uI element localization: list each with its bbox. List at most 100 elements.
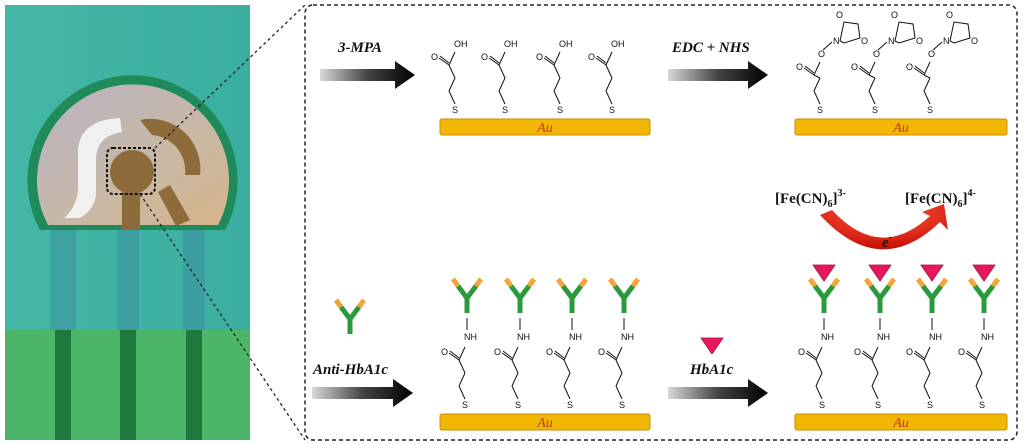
o-atom: O xyxy=(536,52,543,62)
nh-group: NH xyxy=(569,332,582,342)
nh-group: NH xyxy=(621,332,634,342)
o-atom: O xyxy=(873,49,880,59)
step-arrow-4 xyxy=(668,379,768,407)
nh-group: NH xyxy=(929,332,942,342)
o-atom: O xyxy=(916,36,923,46)
au-electrode-1: Au xyxy=(439,118,651,136)
o-atom: O xyxy=(481,52,488,62)
mpa-chain: S O OH xyxy=(588,39,625,115)
s-atom: S xyxy=(515,400,521,410)
mpa-chain: S O NH xyxy=(958,264,998,410)
au-electrode-4: Au xyxy=(794,413,1008,431)
electron-label: e- xyxy=(882,232,892,251)
n-atom: N xyxy=(888,36,895,46)
au-label: Au xyxy=(536,121,553,136)
contact-trace-2 xyxy=(120,330,136,440)
s-atom: S xyxy=(927,400,933,410)
o-atom: O xyxy=(836,10,843,20)
s-atom: S xyxy=(875,400,881,410)
o-atom: O xyxy=(441,347,448,357)
o-atom: O xyxy=(971,36,978,46)
nh-group: NH xyxy=(517,332,530,342)
o-atom: O xyxy=(854,347,861,357)
step-arrow-3 xyxy=(312,379,413,407)
s-atom: S xyxy=(452,105,458,115)
o-atom: O xyxy=(494,347,501,357)
o-atom: O xyxy=(958,347,965,357)
o-atom: O xyxy=(906,347,913,357)
o-atom: O xyxy=(928,49,935,59)
reference-electrode xyxy=(64,118,122,218)
mpa-chain: S O NH xyxy=(854,264,894,410)
s-atom: S xyxy=(619,400,625,410)
s-atom: S xyxy=(502,105,508,115)
s-atom: S xyxy=(927,105,933,115)
mpa-chain: S O NH xyxy=(798,264,838,410)
o-atom: O xyxy=(861,36,868,46)
s-atom: S xyxy=(979,400,985,410)
s-atom: S xyxy=(872,105,878,115)
mpa-chain: S O OH xyxy=(431,39,468,115)
o-atom: O xyxy=(588,52,595,62)
step-label-edc-nhs: EDC + NHS xyxy=(671,40,750,56)
n-atom: N xyxy=(833,36,840,46)
au-label: Au xyxy=(892,416,909,431)
mpa-chain: S O NH xyxy=(441,279,481,410)
working-electrode xyxy=(110,150,154,194)
o-atom: O xyxy=(598,347,605,357)
n-atom: N xyxy=(943,36,950,46)
mpa-chain: S O NH xyxy=(598,279,638,410)
oh-group: OH xyxy=(611,39,625,49)
au-electrode-3: Au xyxy=(439,413,651,431)
o-atom: O xyxy=(818,49,825,59)
zoom-line-bottom xyxy=(139,193,306,441)
electron-transfer-arrow xyxy=(820,204,948,250)
o-atom: O xyxy=(798,347,805,357)
nh-group: NH xyxy=(821,332,834,342)
step-arrow-2 xyxy=(668,61,768,89)
zoom-line-top xyxy=(154,4,306,149)
mpa-chain: S O NH xyxy=(494,279,534,410)
au-electrode-2: Au xyxy=(794,118,1008,136)
molecule-layers: SOOHSOOHSOOHSOOHSOONOOSOONOOSOONOOSONHSO… xyxy=(431,10,998,410)
mpa-chain: S O OH xyxy=(536,39,573,115)
o-atom: O xyxy=(546,347,553,357)
nh-group: NH xyxy=(877,332,890,342)
au-label: Au xyxy=(892,121,909,136)
s-atom: S xyxy=(462,400,468,410)
ferricyanide-label: [Fe(CN)6]3- xyxy=(775,188,846,210)
zoom-panel xyxy=(304,4,1018,441)
s-atom: S xyxy=(609,105,615,115)
o-atom: O xyxy=(796,62,803,72)
electrode-photo xyxy=(5,5,250,440)
s-atom: S xyxy=(819,400,825,410)
o-atom: O xyxy=(431,52,438,62)
s-atom: S xyxy=(557,105,563,115)
oh-group: OH xyxy=(504,39,518,49)
oh-group: OH xyxy=(559,39,573,49)
counter-electrode xyxy=(140,118,201,175)
step-arrow-1 xyxy=(320,61,415,89)
ferrocyanide-label: [Fe(CN)6]4- xyxy=(905,188,976,210)
mpa-chain: S O OH xyxy=(481,39,518,115)
s-atom: S xyxy=(817,105,823,115)
au-label: Au xyxy=(536,416,553,431)
oh-group: OH xyxy=(454,39,468,49)
o-atom: O xyxy=(851,62,858,72)
o-atom: O xyxy=(946,10,953,20)
step-label-3mpa: 3-MPA xyxy=(337,40,382,56)
contact-trace-3 xyxy=(186,330,202,440)
nh-group: NH xyxy=(981,332,994,342)
step-label-anti-hba1c: Anti-HbA1c xyxy=(312,362,388,378)
contact-trace-1 xyxy=(55,330,71,440)
o-atom: O xyxy=(906,62,913,72)
zoom-box xyxy=(106,147,156,195)
s-atom: S xyxy=(567,400,573,410)
mpa-chain: S O NH xyxy=(906,264,946,410)
nh-group: NH xyxy=(464,332,477,342)
o-atom: O xyxy=(891,10,898,20)
